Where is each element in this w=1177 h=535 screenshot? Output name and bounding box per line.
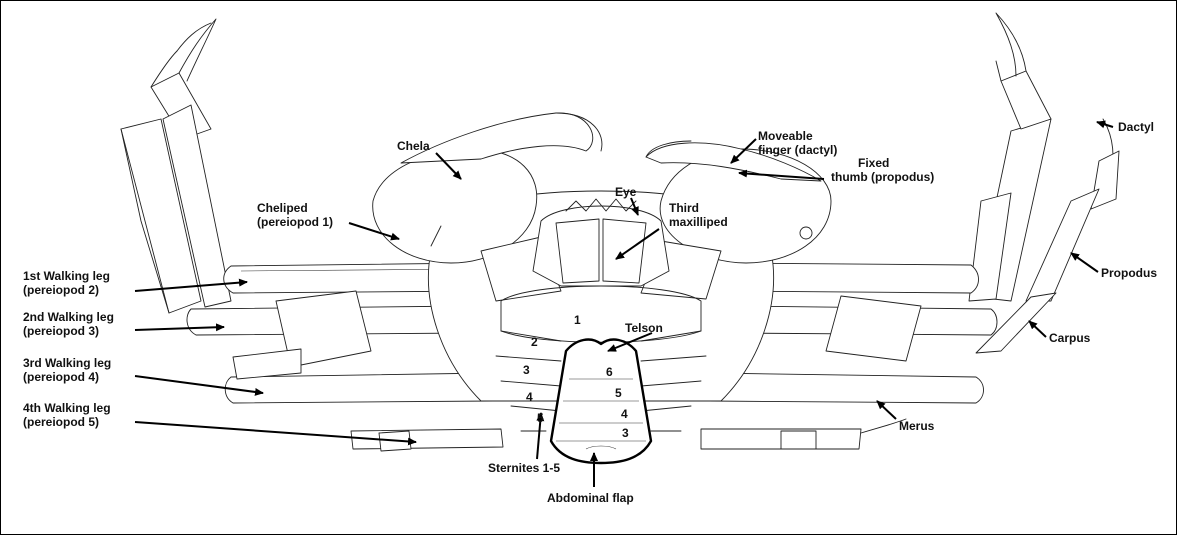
third-maxilliped-label: Third maxilliped bbox=[669, 201, 728, 229]
abdominal-segment-number: 3 bbox=[622, 427, 629, 439]
moveable-finger-label: Moveable finger (dactyl) bbox=[758, 129, 837, 157]
walking-leg-4-label: 4th Walking leg (pereiopod 5) bbox=[23, 401, 111, 429]
telson-label: Telson bbox=[625, 321, 663, 335]
abdominal-segment-number: 4 bbox=[621, 408, 628, 420]
sternite-number: 3 bbox=[523, 364, 530, 376]
eye-label: Eye bbox=[615, 185, 636, 199]
abdominal-segment-number: 6 bbox=[606, 366, 613, 378]
merus-label: Merus bbox=[899, 419, 934, 433]
dactyl-label: Dactyl bbox=[1118, 120, 1154, 134]
cheliped-label: Cheliped (pereiopod 1) bbox=[257, 201, 333, 229]
chela-label: Chela bbox=[397, 139, 430, 153]
sternite-number: 5 bbox=[537, 412, 544, 424]
sternites-label: Sternites 1-5 bbox=[488, 461, 560, 475]
left-rear-long-leg bbox=[121, 19, 231, 313]
right-rear-long-leg bbox=[969, 13, 1051, 301]
carpus-label: Carpus bbox=[1049, 331, 1090, 345]
fixed-thumb-label: Fixed thumb (propodus) bbox=[831, 156, 934, 184]
walking-leg-2-label: 2nd Walking leg (pereiopod 3) bbox=[23, 310, 114, 338]
abdominal-flap bbox=[551, 340, 651, 463]
propodus-label: Propodus bbox=[1101, 266, 1157, 280]
abdominal-segment-number: 5 bbox=[615, 387, 622, 399]
abdominal-flap-label: Abdominal flap bbox=[547, 491, 634, 505]
sternite-number: 2 bbox=[531, 336, 538, 348]
walking-leg-1-label: 1st Walking leg (pereiopod 2) bbox=[23, 269, 110, 297]
walking-leg-3-label: 3rd Walking leg (pereiopod 4) bbox=[23, 356, 111, 384]
sternite-number: 4 bbox=[526, 391, 533, 403]
sternite-number: 1 bbox=[574, 314, 581, 326]
